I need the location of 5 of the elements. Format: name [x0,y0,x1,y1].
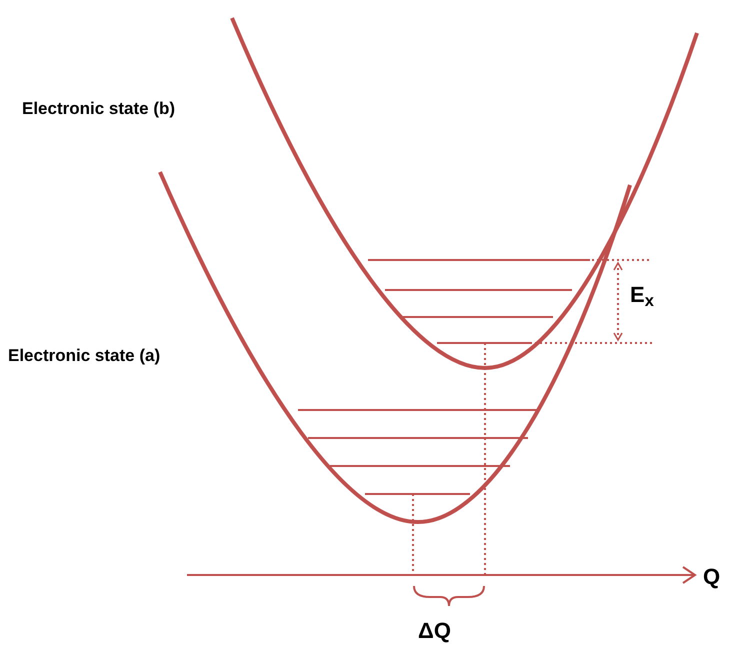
label-text: ΔQ [418,617,451,645]
label-text: E$_{x}$ [630,281,654,311]
label-text: Q [703,563,720,591]
label-text: Electronic state (a) [8,345,160,367]
label-text: Electronic state (b) [22,98,176,120]
